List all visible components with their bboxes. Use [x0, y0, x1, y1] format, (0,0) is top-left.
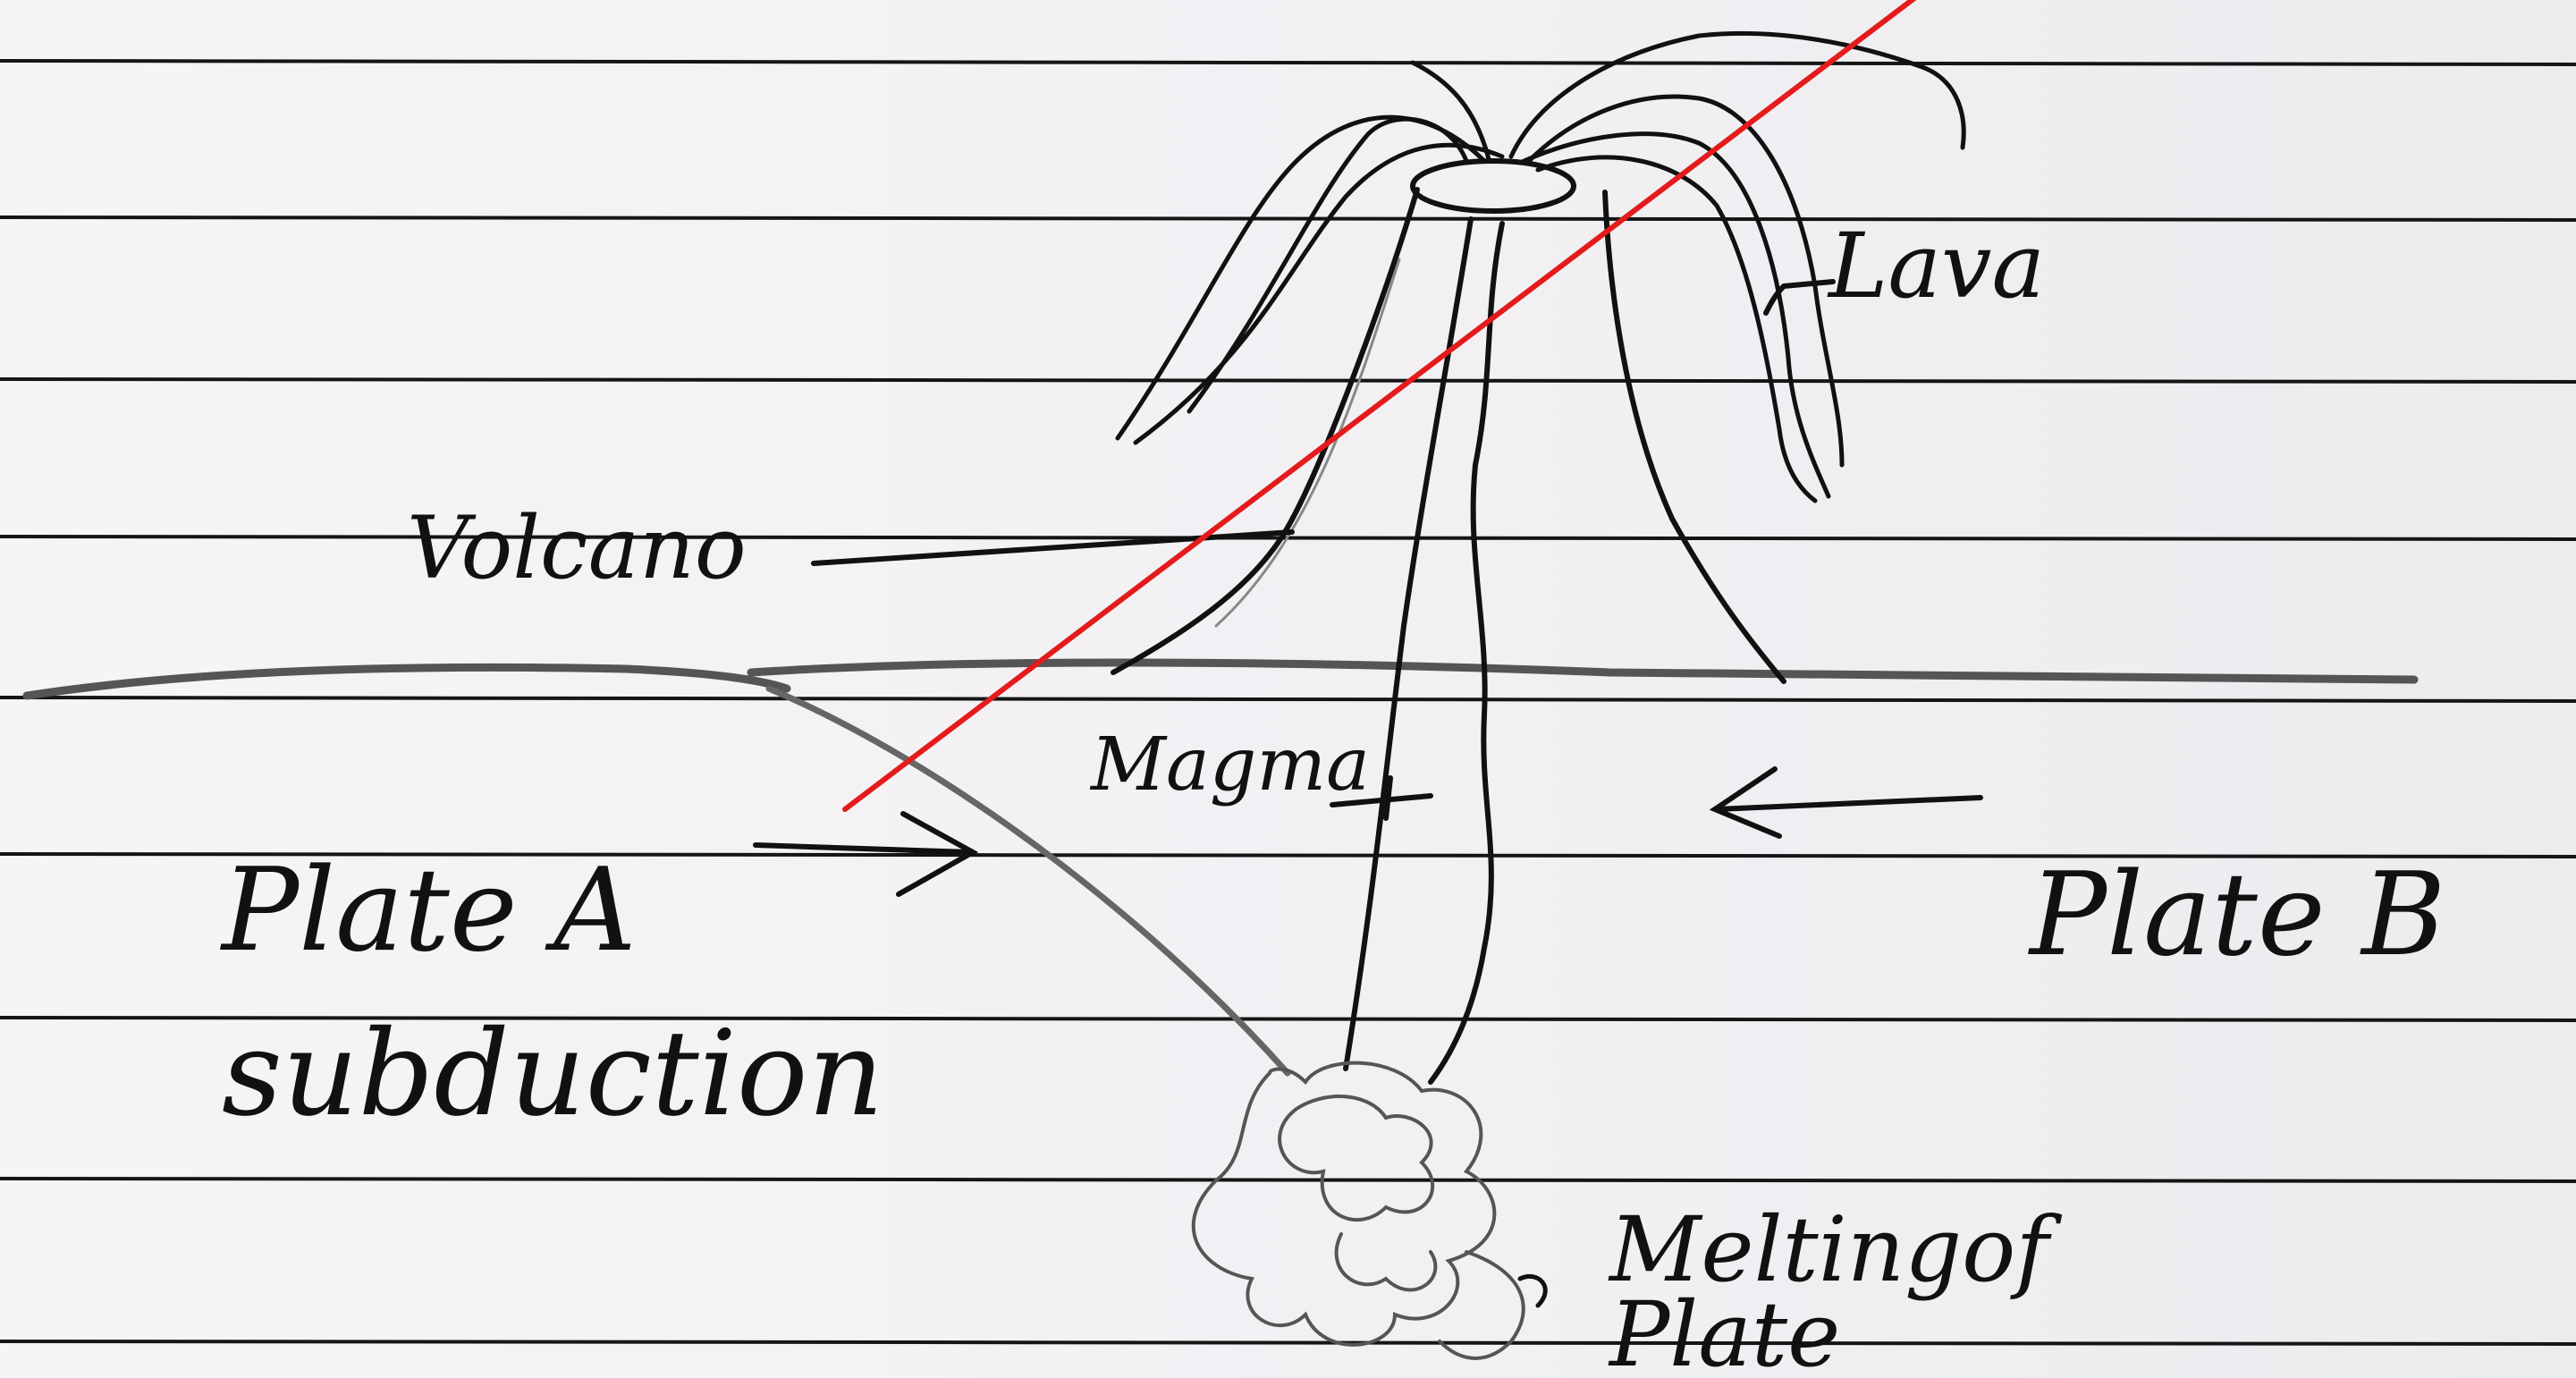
ruled-line — [0, 379, 2576, 382]
lava-label: Lava — [1829, 222, 2045, 311]
volcano-cone — [1113, 161, 1784, 681]
melting-zone-scribble — [1194, 1063, 1524, 1358]
ruled-line — [0, 1179, 2576, 1181]
melting-of-plate-label: Meltingof Plate — [1609, 1207, 2048, 1377]
plate-a-label: Plate A — [222, 854, 637, 968]
plate-b-arrow — [1715, 769, 1981, 836]
subduction-label: subduction — [222, 1015, 883, 1133]
plate-b-label: Plate B — [2030, 858, 2445, 973]
volcano-inner-left — [1216, 259, 1399, 626]
ground-surface-line — [27, 663, 2414, 696]
ruled-line — [0, 61, 2576, 64]
conduit-right-wall — [1431, 224, 1502, 1082]
red-strike-line — [845, 0, 1918, 809]
lava-stream — [1538, 157, 1815, 501]
ruled-line — [0, 217, 2576, 220]
ruled-line — [0, 1341, 2576, 1344]
lava-stream — [1511, 33, 1964, 156]
ruled-line — [0, 697, 2576, 701]
lava-stream — [1136, 145, 1502, 443]
volcano-right-flank — [1605, 192, 1784, 681]
volcano-label: Volcano — [407, 505, 747, 591]
volcano-crater — [1413, 161, 1574, 211]
volcano-left-flank — [1113, 190, 1417, 672]
lava-stream — [1118, 117, 1484, 438]
magma-label: Magma — [1091, 729, 1370, 802]
